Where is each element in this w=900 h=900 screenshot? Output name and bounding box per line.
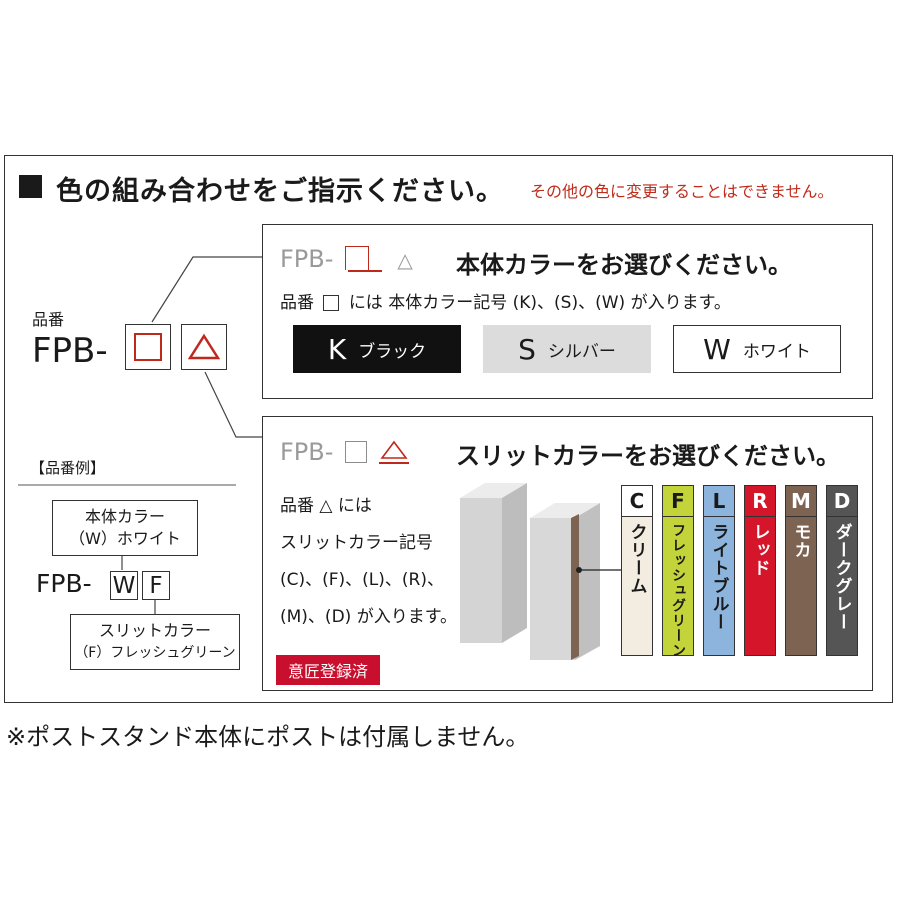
swatch-mocha: M モカ — [785, 485, 817, 656]
connector-body-line — [151, 256, 262, 323]
example-slit-line1: スリットカラー — [98, 621, 211, 640]
body-section-title: 本体カラーをお選びください。 — [456, 251, 792, 279]
example-code2: F — [142, 571, 170, 600]
right-pillar-side — [575, 503, 600, 660]
outer-frame — [4, 155, 893, 703]
swatch-dark-grey: D ダークグレー — [826, 485, 858, 656]
example-slit-line2: （F）フレッシュグリーン — [74, 645, 236, 661]
square-icon — [345, 246, 370, 270]
slit-desc-line: (M)、(D) が入ります。 — [280, 607, 457, 627]
body-section-desc: 品番 には 本体カラー記号 (K)、(S)、(W) が入ります。 — [280, 288, 731, 313]
body-desc-post: には 本体カラー記号 (K)、(S)、(W) が入ります。 — [348, 293, 731, 313]
body-option-S: S シルバー — [483, 325, 651, 373]
swatch-code: F — [663, 486, 693, 517]
right-pillar-front — [530, 518, 575, 660]
slit-pointer-dot — [576, 567, 582, 573]
left-pillar-front — [460, 498, 502, 643]
swatch-name: モカ — [790, 523, 811, 559]
option-code: K — [327, 332, 347, 366]
swatch-cream: C クリーム — [621, 485, 653, 656]
swatch-fresh-green: F フレッシュグリーン — [662, 485, 694, 658]
slit-swatches: C クリーム F フレッシュグリーン L ライトブルー R レッド M モカ D… — [621, 485, 858, 658]
header-square-icon — [19, 175, 42, 198]
swatch-code: L — [704, 486, 734, 517]
body-slot-box — [125, 324, 171, 370]
swatch-name: クリーム — [626, 523, 647, 595]
footer-note: ※ポストスタンド本体にポストは付属しません。 — [6, 723, 530, 751]
option-name: ホワイト — [742, 341, 811, 362]
example-heading: 【品番例】 — [30, 459, 106, 477]
square-icon — [323, 295, 340, 311]
left-pillar-side — [502, 483, 527, 643]
design-registered-badge: 意匠登録済 — [276, 655, 381, 685]
swatch-light-blue: L ライトブルー — [703, 485, 735, 656]
option-name: シルバー — [547, 341, 616, 362]
header-note: その他の色に変更することはできません。 — [530, 182, 834, 201]
swatch-name: ダークグレー — [831, 523, 852, 631]
header-title: 色の組み合わせをご指示ください。 — [56, 176, 504, 207]
option-code: S — [518, 332, 536, 366]
example-body-color-box: 本体カラー （W）ホワイト — [52, 500, 198, 556]
right-pillar-top — [530, 503, 600, 518]
option-name: ブラック — [358, 341, 427, 362]
triangle-icon: △ — [397, 248, 413, 272]
square-icon — [345, 441, 368, 463]
slit-section-desc: 品番 △ には スリットカラー記号 (C)、(F)、(L)、(R)、 (M)、(… — [280, 488, 457, 636]
swatch-code: C — [622, 486, 652, 517]
slit-desc-line: 品番 △ には — [280, 496, 372, 516]
slit-desc-line: (C)、(F)、(L)、(R)、 — [280, 570, 444, 590]
swatch-code: D — [827, 486, 857, 517]
body-option-K: K ブラック — [293, 325, 461, 373]
example-prefix: FPB- — [36, 569, 92, 598]
body-option-W: W ホワイト — [673, 325, 841, 373]
square-icon — [134, 333, 162, 361]
body-section-prefix: FPB- — [280, 245, 334, 273]
left-pillar-top — [460, 483, 527, 498]
swatch-code: M — [786, 486, 816, 517]
body-desc-pre: 品番 — [280, 293, 314, 313]
swatch-name: レッド — [749, 523, 770, 577]
triangle-icon — [378, 440, 409, 464]
swatch-name: フレッシュグリーン — [670, 523, 686, 658]
example-body-color-line2: （W）ホワイト — [69, 529, 181, 548]
example-body-color-line1: 本体カラー — [84, 507, 165, 526]
swatch-red: R レッド — [744, 485, 776, 656]
post-stand-illustration — [460, 483, 623, 660]
triangle-icon — [188, 333, 220, 360]
slit-strip — [571, 514, 579, 660]
slit-slot-box — [181, 324, 227, 370]
option-code: W — [703, 332, 731, 366]
swatch-code: R — [745, 486, 775, 517]
slit-section-code: FPB- — [280, 436, 409, 466]
part-label: 品番 — [32, 310, 65, 329]
slit-section-prefix: FPB- — [280, 438, 334, 466]
body-section-code: FPB- △ — [280, 245, 413, 273]
underline-icon — [347, 270, 382, 272]
swatch-name: ライトブルー — [708, 523, 729, 631]
part-prefix: FPB- — [32, 331, 108, 371]
connector-slit-line — [204, 371, 262, 438]
example-slit-box: スリットカラー （F）フレッシュグリーン — [70, 614, 240, 670]
example-code1: W — [110, 571, 138, 600]
slit-section-title: スリットカラーをお選びください。 — [456, 442, 840, 470]
slit-desc-line: スリットカラー記号 — [280, 533, 433, 553]
